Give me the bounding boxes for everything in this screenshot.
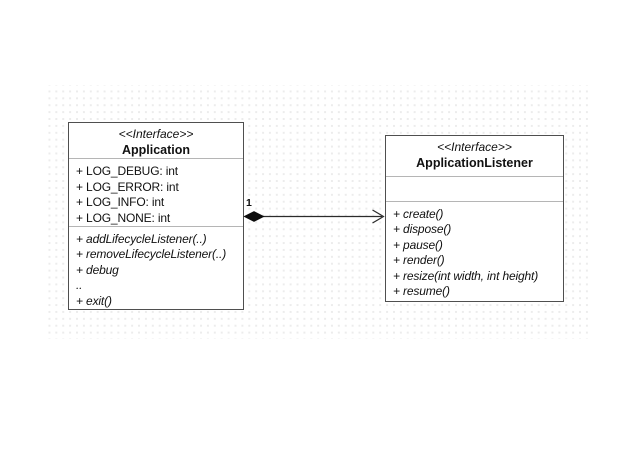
method-line: + resume() (393, 284, 450, 299)
attributes-section: + LOG_DEBUG: int + LOG_ERROR: int + LOG_… (69, 158, 243, 226)
stereotype-label: <<Interface>> (118, 127, 194, 141)
multiplicity-label: 1 (246, 197, 252, 209)
attribute-line: + LOG_INFO: int (76, 195, 165, 210)
method-line: + dispose() (393, 222, 452, 237)
method-line: + removeLifecycleListener(..) (76, 247, 227, 262)
class-name: ApplicationListener (416, 156, 533, 170)
method-line: + resize(int width, int height) (393, 268, 539, 283)
stereotype-label: <<Interface>> (437, 140, 512, 154)
class-box-application-listener[interactable]: <<Interface>> ApplicationListener + crea… (385, 135, 564, 302)
attribute-line: + LOG_DEBUG: int (76, 164, 178, 179)
method-line: + debug (76, 262, 119, 277)
class-box-application[interactable]: <<Interface>> Application + LOG_DEBUG: i… (68, 122, 244, 310)
attributes-section-empty (386, 176, 563, 201)
method-line: + render() (393, 253, 445, 268)
method-line: + addLifecycleListener(..) (76, 231, 207, 246)
attribute-line: + LOG_NONE: int (76, 210, 171, 225)
class-name: Application (121, 143, 191, 157)
class-header: <<Interface>> Application (69, 123, 243, 158)
methods-section: + create() + dispose() + pause() + rende… (386, 201, 563, 301)
method-line: + exit() (76, 293, 112, 308)
methods-section: + addLifecycleListener(..) + removeLifec… (69, 225, 243, 309)
method-line: .. (76, 278, 83, 293)
method-line: + pause() (393, 237, 443, 252)
class-header: <<Interface>> ApplicationListener (386, 136, 563, 176)
attribute-line: + LOG_ERROR: int (76, 179, 179, 194)
method-line: + create() (393, 207, 444, 221)
